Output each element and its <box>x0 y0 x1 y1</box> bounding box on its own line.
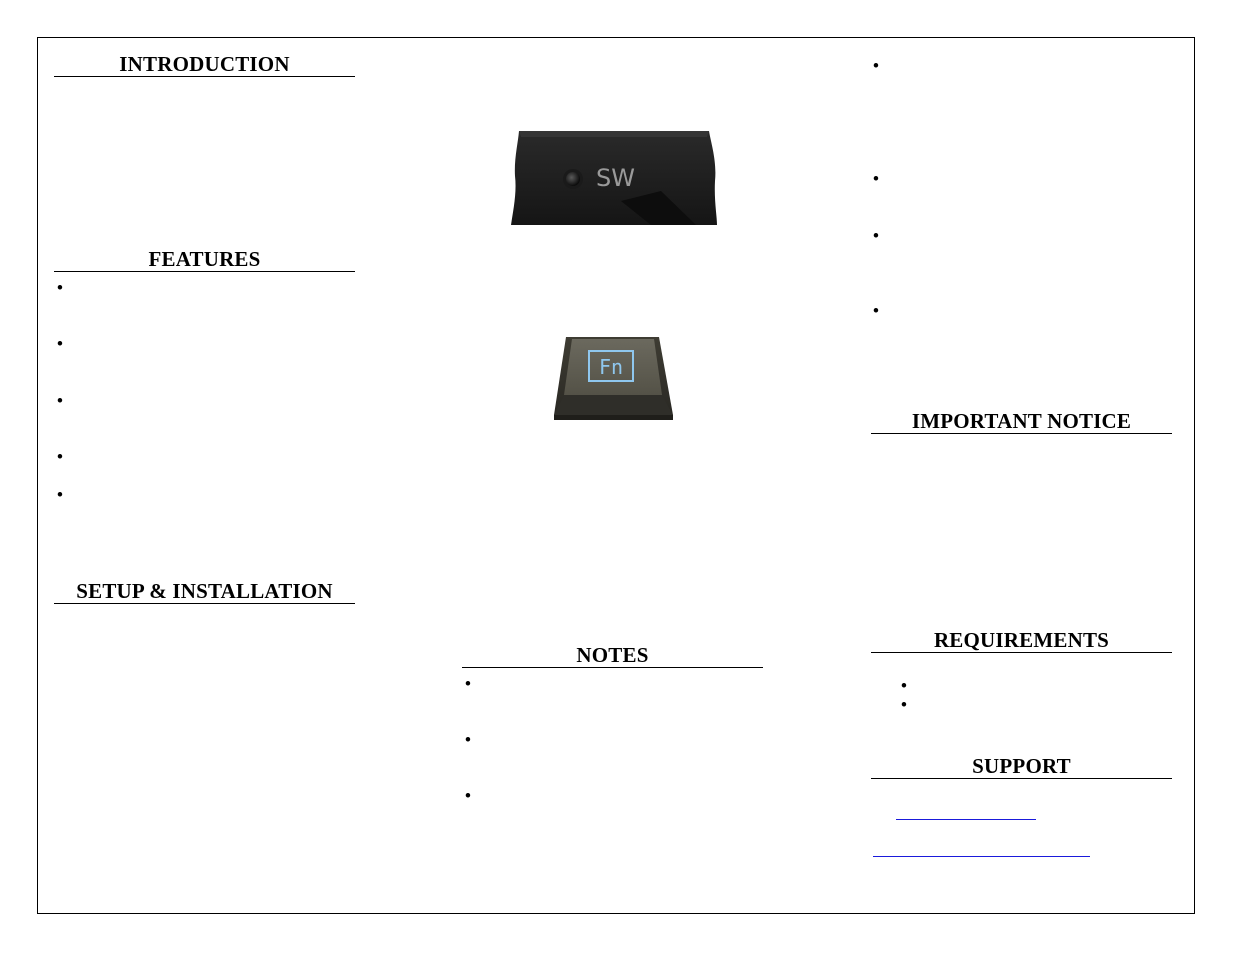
list-bullet: • <box>56 485 64 506</box>
fn-key-label: Fn <box>599 355 623 379</box>
heading-requirements: REQUIREMENTS <box>871 628 1172 653</box>
heading-setup-installation: SETUP & INSTALLATION <box>54 579 355 604</box>
list-bullet: • <box>56 447 64 468</box>
fn-key-image: Fn <box>554 337 673 420</box>
list-bullet: • <box>464 730 472 751</box>
heading-important-notice: IMPORTANT NOTICE <box>871 409 1172 434</box>
list-bullet: • <box>872 301 880 322</box>
switch-button-image: SW <box>511 131 717 225</box>
fn-key-photo: Fn <box>554 337 673 420</box>
list-bullet: • <box>900 695 908 716</box>
heading-support: SUPPORT <box>871 754 1172 779</box>
page-frame <box>37 37 1195 914</box>
list-bullet: • <box>56 278 64 299</box>
switch-button-photo: SW <box>511 131 717 225</box>
switch-label-text: SW <box>596 164 635 192</box>
heading-notes: NOTES <box>462 643 763 668</box>
heading-features: FEATURES <box>54 247 355 272</box>
list-bullet: • <box>56 334 64 355</box>
list-bullet: • <box>872 56 880 77</box>
list-bullet: • <box>464 786 472 807</box>
list-bullet: • <box>56 391 64 412</box>
support-link-1[interactable] <box>896 819 1036 820</box>
list-bullet: • <box>464 674 472 695</box>
list-bullet: • <box>900 676 908 697</box>
support-link-2[interactable] <box>873 856 1090 857</box>
list-bullet: • <box>872 169 880 190</box>
list-bullet: • <box>872 226 880 247</box>
heading-introduction: INTRODUCTION <box>54 52 355 77</box>
